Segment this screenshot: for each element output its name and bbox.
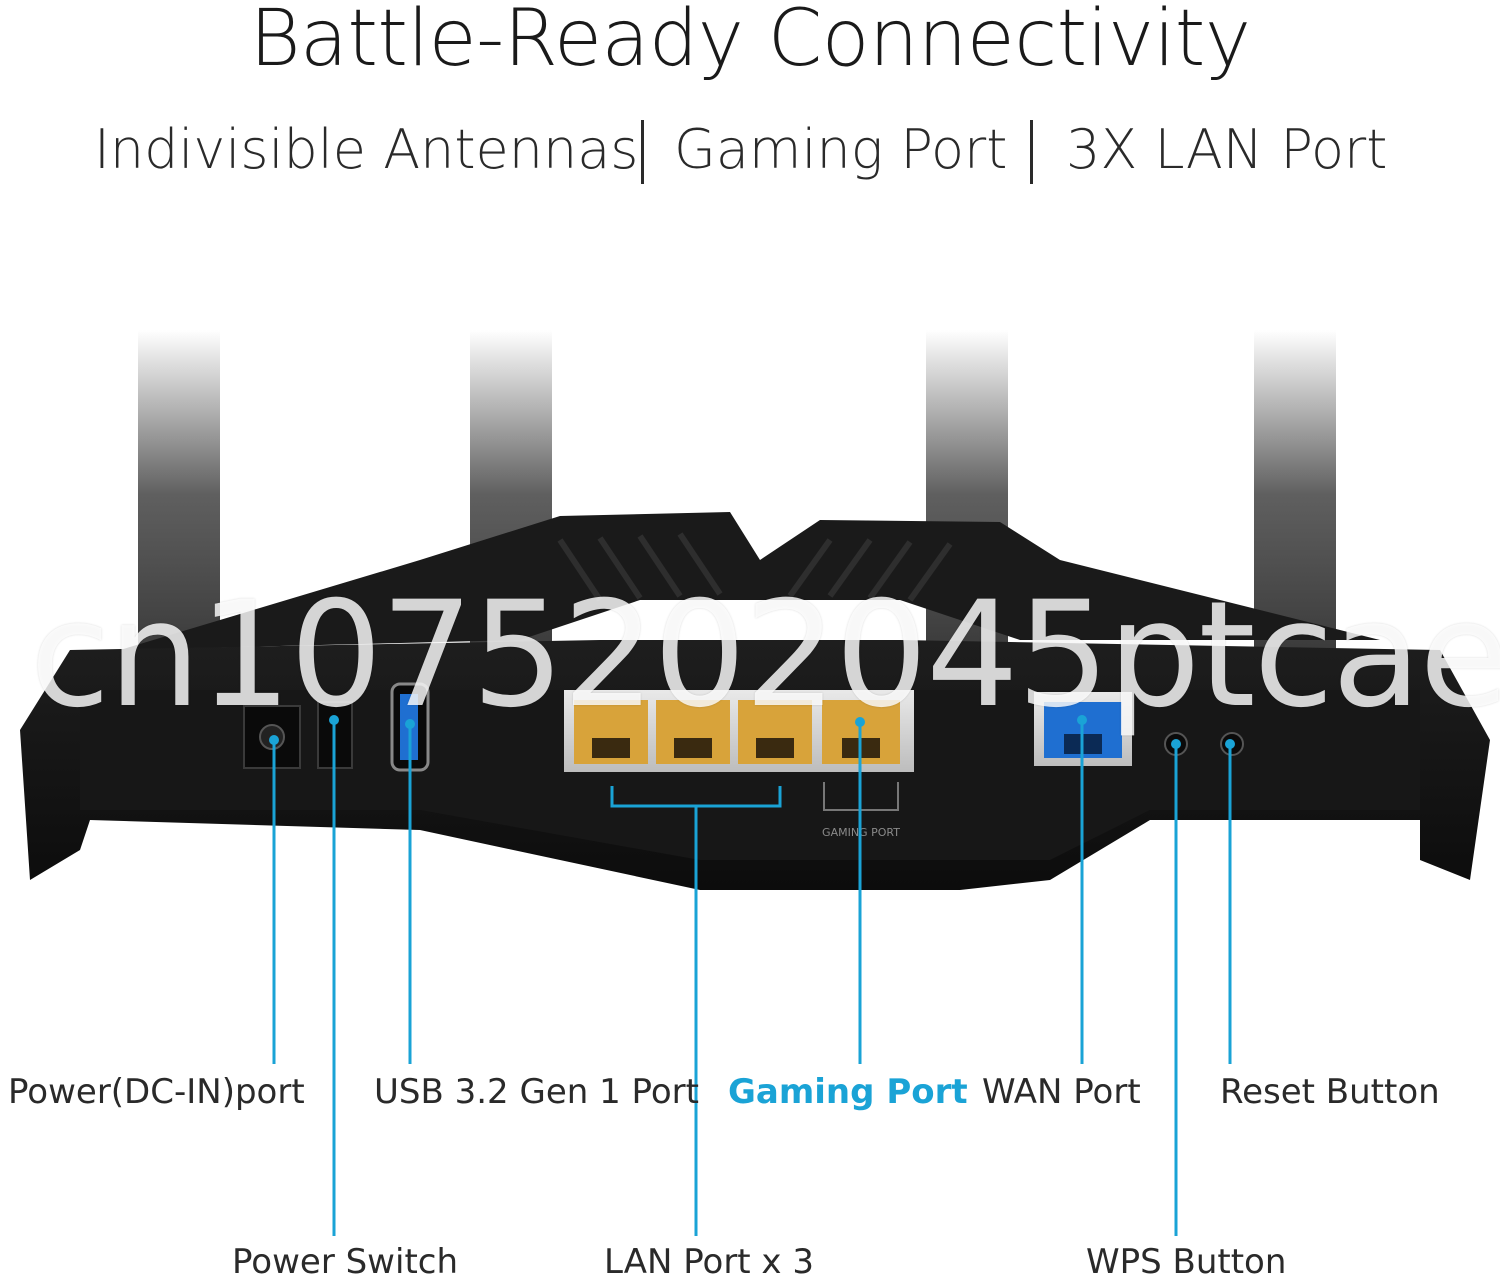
callout-lines xyxy=(272,720,1232,1236)
subtitle-antennas: Indivisible Antennas xyxy=(94,118,639,181)
subtitle-separator xyxy=(641,120,644,184)
label-wan-port: WAN Port xyxy=(982,1072,1141,1112)
callout-dots xyxy=(269,715,1235,749)
page-title: Battle-Ready Connectivity xyxy=(249,0,1251,84)
watermark: cn1075202045ptcae xyxy=(30,570,1500,740)
subtitle-lan-port: 3X LAN Port xyxy=(1066,118,1388,181)
label-reset-button: Reset Button xyxy=(1220,1072,1440,1112)
label-gaming-port: Gaming Port xyxy=(728,1072,968,1112)
router-top-ridge xyxy=(120,512,1380,650)
subtitle: Indivisible Antennas Gaming Port 3X LAN … xyxy=(0,118,1500,188)
router-vents xyxy=(557,532,953,602)
label-usb-port: USB 3.2 Gen 1 Port xyxy=(374,1072,699,1112)
label-power-switch: Power Switch xyxy=(232,1242,459,1282)
subtitle-separator xyxy=(1030,120,1033,184)
subtitle-gaming-port: Gaming Port xyxy=(674,118,1008,181)
label-power-dc-in: Power(DC-IN)port xyxy=(8,1072,305,1112)
label-wps-button: WPS Button xyxy=(1086,1242,1287,1282)
lan-ports xyxy=(574,700,900,764)
label-lan-port: LAN Port x 3 xyxy=(604,1242,814,1282)
